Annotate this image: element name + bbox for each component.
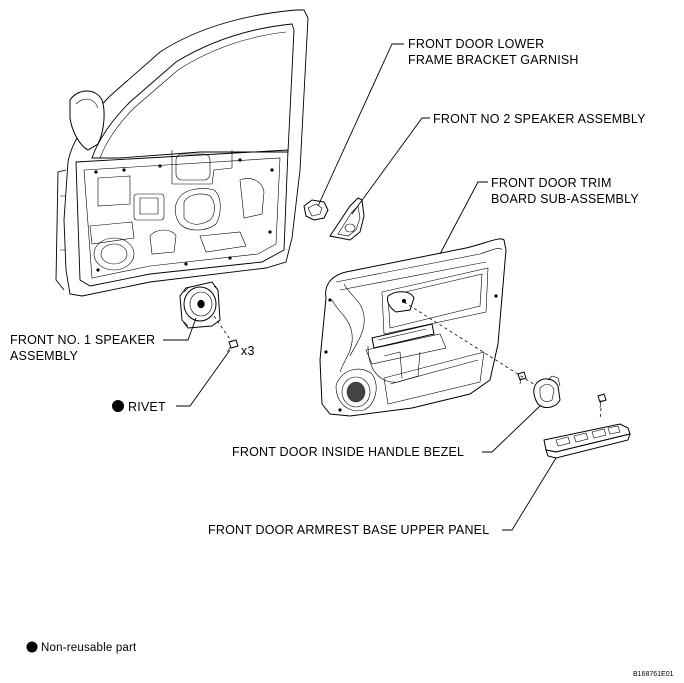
label-handle-bezel: FRONT DOOR INSIDE HANDLE BEZEL [232, 445, 464, 459]
label-armrest-panel: FRONT DOOR ARMREST BASE UPPER PANEL [208, 523, 489, 537]
label-no1-speaker-line2: ASSEMBLY [10, 349, 79, 363]
armrest-guide [599, 407, 602, 421]
armrest-base-upper-panel-part [543, 423, 631, 459]
front-no1-speaker-part [179, 281, 221, 329]
label-no2-speaker: FRONT NO 2 SPEAKER ASSEMBLY [433, 112, 646, 126]
lower-frame-bracket-garnish-part [303, 199, 329, 221]
inside-handle-bezel-part [533, 375, 561, 408]
label-rivet: RIVET [128, 400, 166, 414]
label-lower-garnish-line1: FRONT DOOR LOWER [408, 37, 544, 51]
label-lower-garnish-line2: FRAME BRACKET GARNISH [408, 53, 579, 67]
door-trim-board-part [319, 238, 507, 417]
label-trim-board-line1: FRONT DOOR TRIM [491, 176, 612, 190]
label-trim-board-line2: BOARD SUB-ASSEMBLY [491, 192, 639, 206]
legend-marker-icon [26, 641, 38, 653]
figure-code: B168761E01 [633, 671, 674, 678]
bezel-guide [403, 301, 541, 389]
bezel-screw-part [517, 371, 527, 385]
legend: Non-reusable part [26, 641, 137, 654]
speaker-rivet-guide [213, 315, 233, 343]
non-reusable-marker-icon [112, 400, 124, 412]
leader-lines [163, 43, 557, 531]
door-shell [55, 9, 309, 297]
label-quantity: x3 [241, 344, 255, 358]
legend-text: Non-reusable part [41, 642, 137, 654]
rivet-part [226, 339, 239, 353]
label-no1-speaker-line1: FRONT NO. 1 SPEAKER [10, 333, 155, 347]
armrest-screw-part [597, 393, 607, 409]
